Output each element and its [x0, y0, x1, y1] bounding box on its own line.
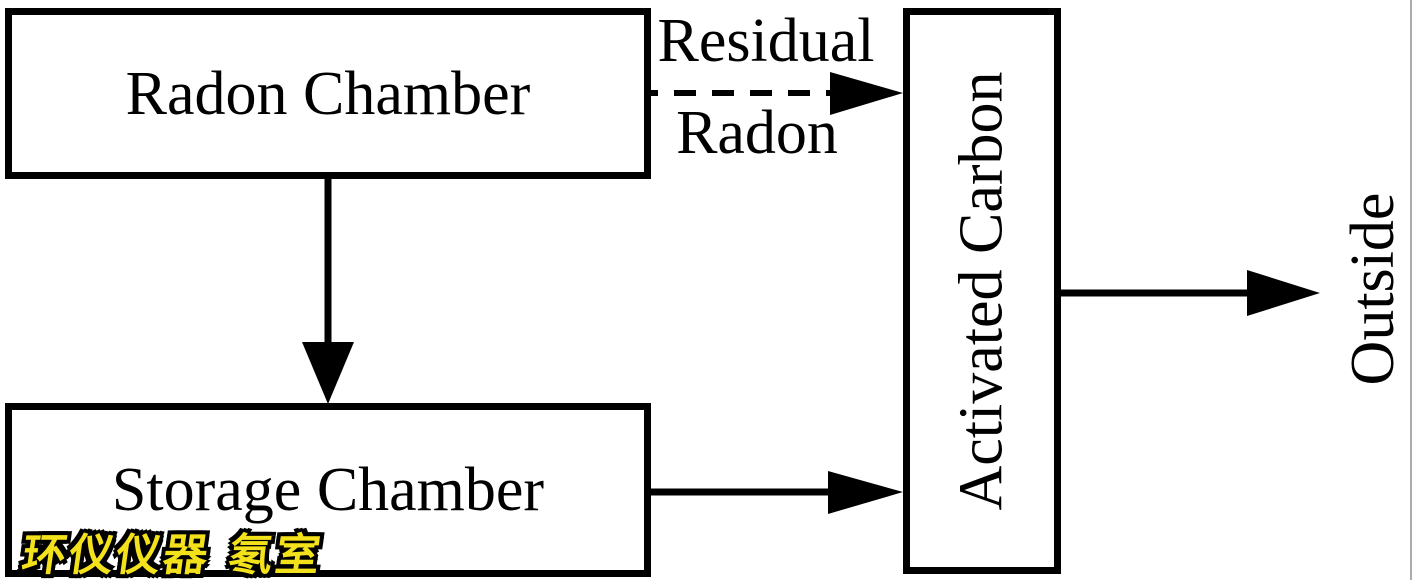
- radon-chamber-label: Radon Chamber: [125, 59, 531, 128]
- outside-label: Outside: [1339, 192, 1407, 386]
- storage-chamber-label: Storage Chamber: [111, 456, 545, 524]
- arrow-residual-radon: [650, 72, 903, 115]
- arrow-storage-to-carbon: [648, 471, 903, 514]
- residual-label-line1: Residual: [657, 7, 875, 75]
- node-radon-chamber: Radon Chamber: [5, 8, 651, 179]
- node-activated-carbon: Activated Carbon: [903, 8, 1061, 574]
- right-border-line: [1410, 0, 1412, 580]
- arrow-carbon-to-outside: [1059, 270, 1320, 316]
- watermark: 环仪仪器 氡室: [18, 530, 327, 580]
- arrow-radon-to-storage: [302, 178, 354, 404]
- node-storage-chamber: Storage Chamber: [5, 403, 651, 577]
- residual-label-line2: Radon: [676, 99, 838, 167]
